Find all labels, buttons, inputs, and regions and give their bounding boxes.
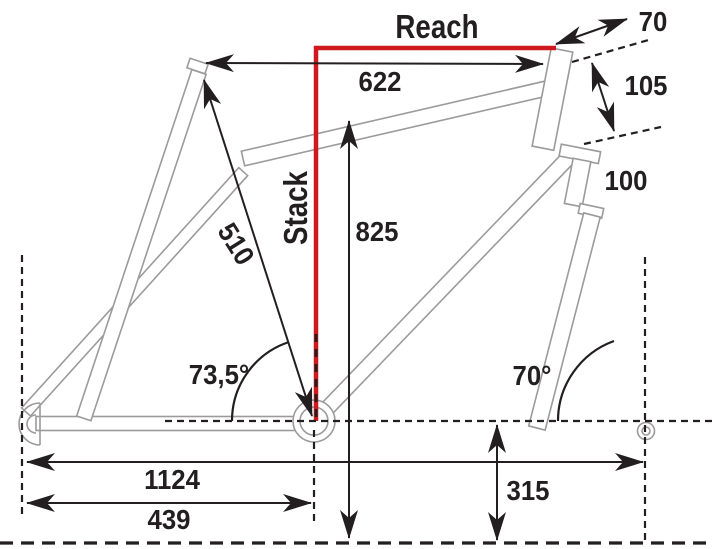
seat-tube-cap [185,57,210,75]
head-tube-measure [591,62,615,132]
head-tube-top-dash [571,37,653,64]
seat-tube-measure [203,79,313,417]
fork-steerer [563,157,592,208]
chainstay-value: 439 [148,504,191,535]
head-tube-value: 105 [625,70,668,101]
construction-lines [0,37,712,545]
frame-tubes [18,46,656,446]
measurement-arrows [26,18,644,541]
bb-height-value: 315 [507,475,550,506]
seat-tube [75,68,208,422]
standover-value: 825 [356,216,399,247]
stem-measure [555,18,628,45]
head-tube [531,46,574,152]
head-tube-bottom-dash [583,125,662,146]
wheelbase-value: 1124 [144,464,200,495]
chainstay [35,415,299,432]
seat-tube-value: 510 [211,218,260,271]
seat-angle-value: 73,5° [189,359,249,390]
head-angle-arc [556,339,615,422]
top-tube-value: 622 [359,66,402,97]
top-tube-measure [205,54,544,73]
fork-blade [527,211,602,432]
reach-label: Reach [395,9,478,46]
head-lower-value: 100 [605,165,648,196]
reach-stack-lines [313,45,556,421]
labels: Reach Stack 622 70 105 100 825 510 73,5°… [144,6,667,535]
rear-dropout [18,402,41,446]
head-angle-value: 70° [513,360,552,391]
stem-value: 70 [639,6,668,37]
stack-label: Stack [278,171,315,245]
